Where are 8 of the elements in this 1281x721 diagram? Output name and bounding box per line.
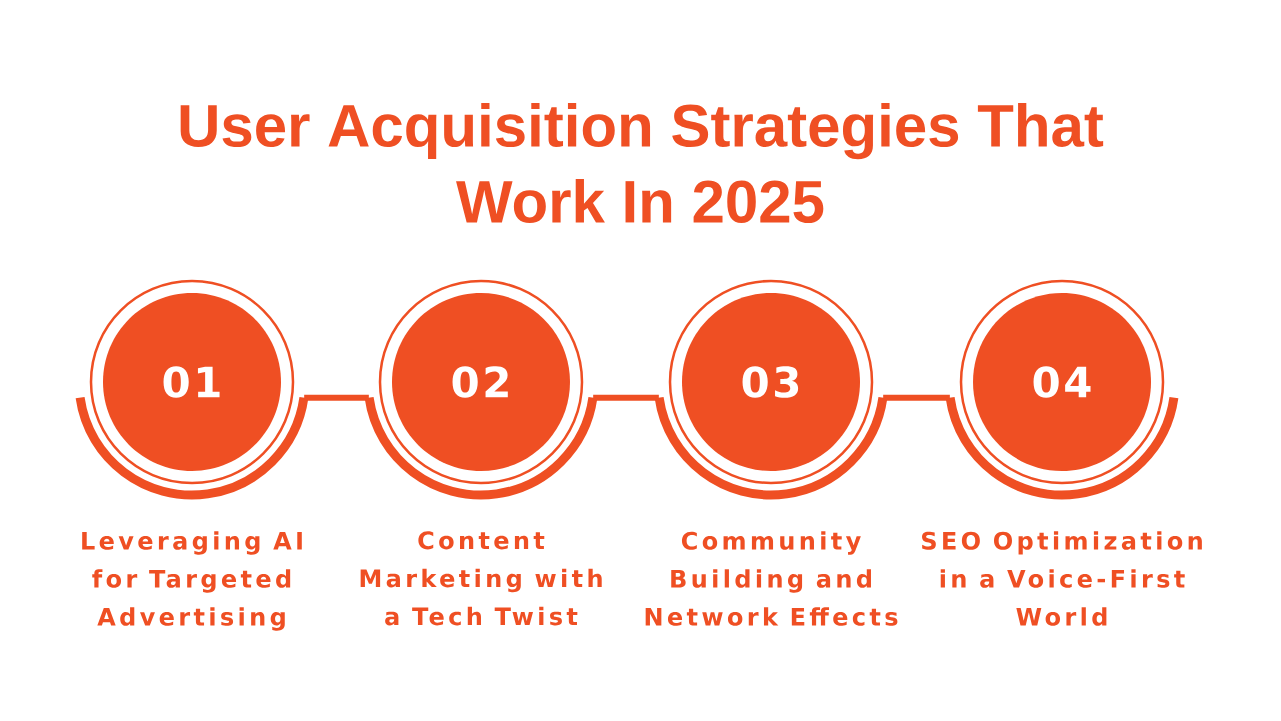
- title: User Acquisition Strategies That Work In 2025: [180, 102, 1104, 223]
- connector-line: [593, 394, 659, 401]
- step-caption: Content Marketing with a Tech Twist: [360, 531, 602, 626]
- step-caption: Leveraging AI for Targeted Advertising: [82, 531, 302, 631]
- step-caption: Community Building and Network Effects: [645, 531, 898, 626]
- connector-line: [304, 394, 369, 401]
- step-caption: SEO Optimization in a Voice-First World: [922, 531, 1202, 626]
- connector-line: [883, 394, 950, 401]
